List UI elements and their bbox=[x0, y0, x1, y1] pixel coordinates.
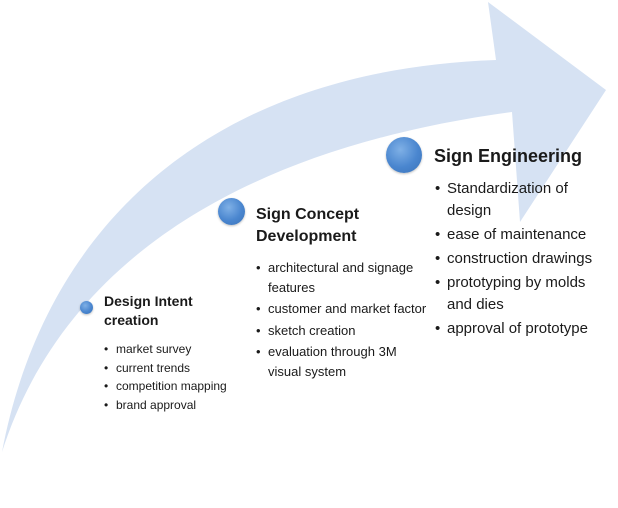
list-item: competition mapping bbox=[104, 377, 244, 396]
stage-2-bullet-list: architectural and signage features custo… bbox=[256, 258, 431, 383]
stage-2-marker-circle bbox=[218, 198, 245, 225]
list-item: approval of prototype bbox=[435, 318, 610, 340]
stage-2-title: Sign Concept Development bbox=[256, 206, 360, 245]
list-item: construction drawings bbox=[435, 248, 610, 270]
stage-1-bullet-list: market survey current trends competition… bbox=[104, 340, 244, 414]
stage-3-marker-circle bbox=[386, 137, 422, 173]
arrow-shape bbox=[2, 2, 606, 452]
list-item: customer and market factor bbox=[256, 299, 431, 319]
list-item: evaluation through 3M visual system bbox=[256, 342, 431, 381]
list-item: Standardization of design bbox=[435, 178, 610, 222]
list-item: ease of maintenance bbox=[435, 224, 610, 246]
list-item: architectural and signage features bbox=[256, 258, 431, 297]
stage-1-marker-circle bbox=[80, 301, 93, 314]
list-item: prototyping by molds and dies bbox=[435, 272, 610, 316]
stage-3-bullet-list: Standardization of design ease of mainte… bbox=[435, 178, 610, 342]
list-item: sketch creation bbox=[256, 321, 431, 341]
list-item: market survey bbox=[104, 340, 244, 359]
stage-1-title: Design Intent creation bbox=[104, 293, 193, 328]
list-item: brand approval bbox=[104, 396, 244, 415]
stage-3-title: Sign Engineering bbox=[434, 146, 583, 166]
list-item: current trends bbox=[104, 359, 244, 378]
